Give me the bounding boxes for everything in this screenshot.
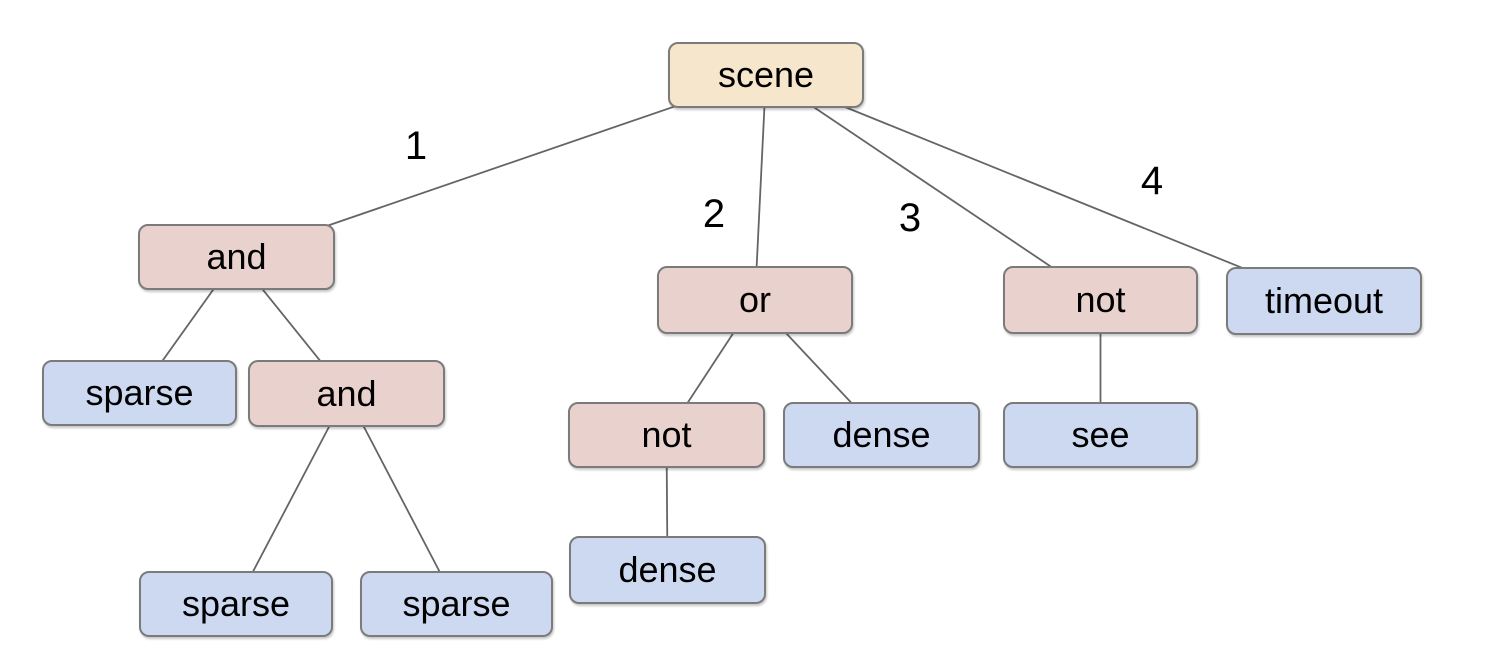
node-label: sparse — [181, 583, 291, 624]
tree-node-scene: scene — [668, 42, 864, 108]
tree-node-or-1: or — [657, 266, 853, 334]
tree-node-see-1: see — [1003, 402, 1198, 468]
tree-node-sparse-2: sparse — [139, 571, 333, 637]
edge-label-1: 1 — [404, 124, 428, 168]
edge-scene-to-timeout-1 — [765, 74, 1325, 302]
tree-node-dense-1: dense — [783, 402, 980, 468]
tree-node-dense-2: dense — [569, 536, 766, 604]
edge-and-2-to-sparse-3 — [345, 393, 458, 605]
node-label: timeout — [1264, 280, 1384, 321]
node-label: and — [206, 236, 267, 277]
node-label: dense — [618, 549, 717, 590]
edge-label-4: 4 — [1140, 159, 1164, 203]
tree-node-and-2: and — [248, 360, 445, 427]
tree-node-not-1: not — [568, 402, 765, 468]
node-label: or — [738, 279, 771, 320]
node-label: dense — [832, 414, 931, 455]
edge-and-2-to-sparse-2 — [235, 393, 348, 605]
node-label: see — [1071, 414, 1130, 455]
node-label: sparse — [85, 372, 194, 413]
tree-node-and-1: and — [138, 224, 335, 290]
edge-scene-to-not-2 — [765, 74, 1102, 301]
tree-node-sparse-3: sparse — [360, 571, 553, 637]
node-label: not — [1075, 279, 1126, 320]
edge-scene-to-or-1 — [754, 74, 767, 301]
tree-node-timeout-1: timeout — [1226, 267, 1422, 335]
edge-label-2: 2 — [702, 192, 726, 236]
node-label: sparse — [402, 583, 511, 624]
node-label: and — [316, 372, 377, 414]
node-label: not — [641, 414, 692, 455]
tree-node-not-2: not — [1003, 266, 1198, 334]
tree-node-sparse-1: sparse — [42, 360, 237, 426]
node-label: scene — [717, 54, 815, 95]
edge-label-3: 3 — [898, 196, 922, 240]
